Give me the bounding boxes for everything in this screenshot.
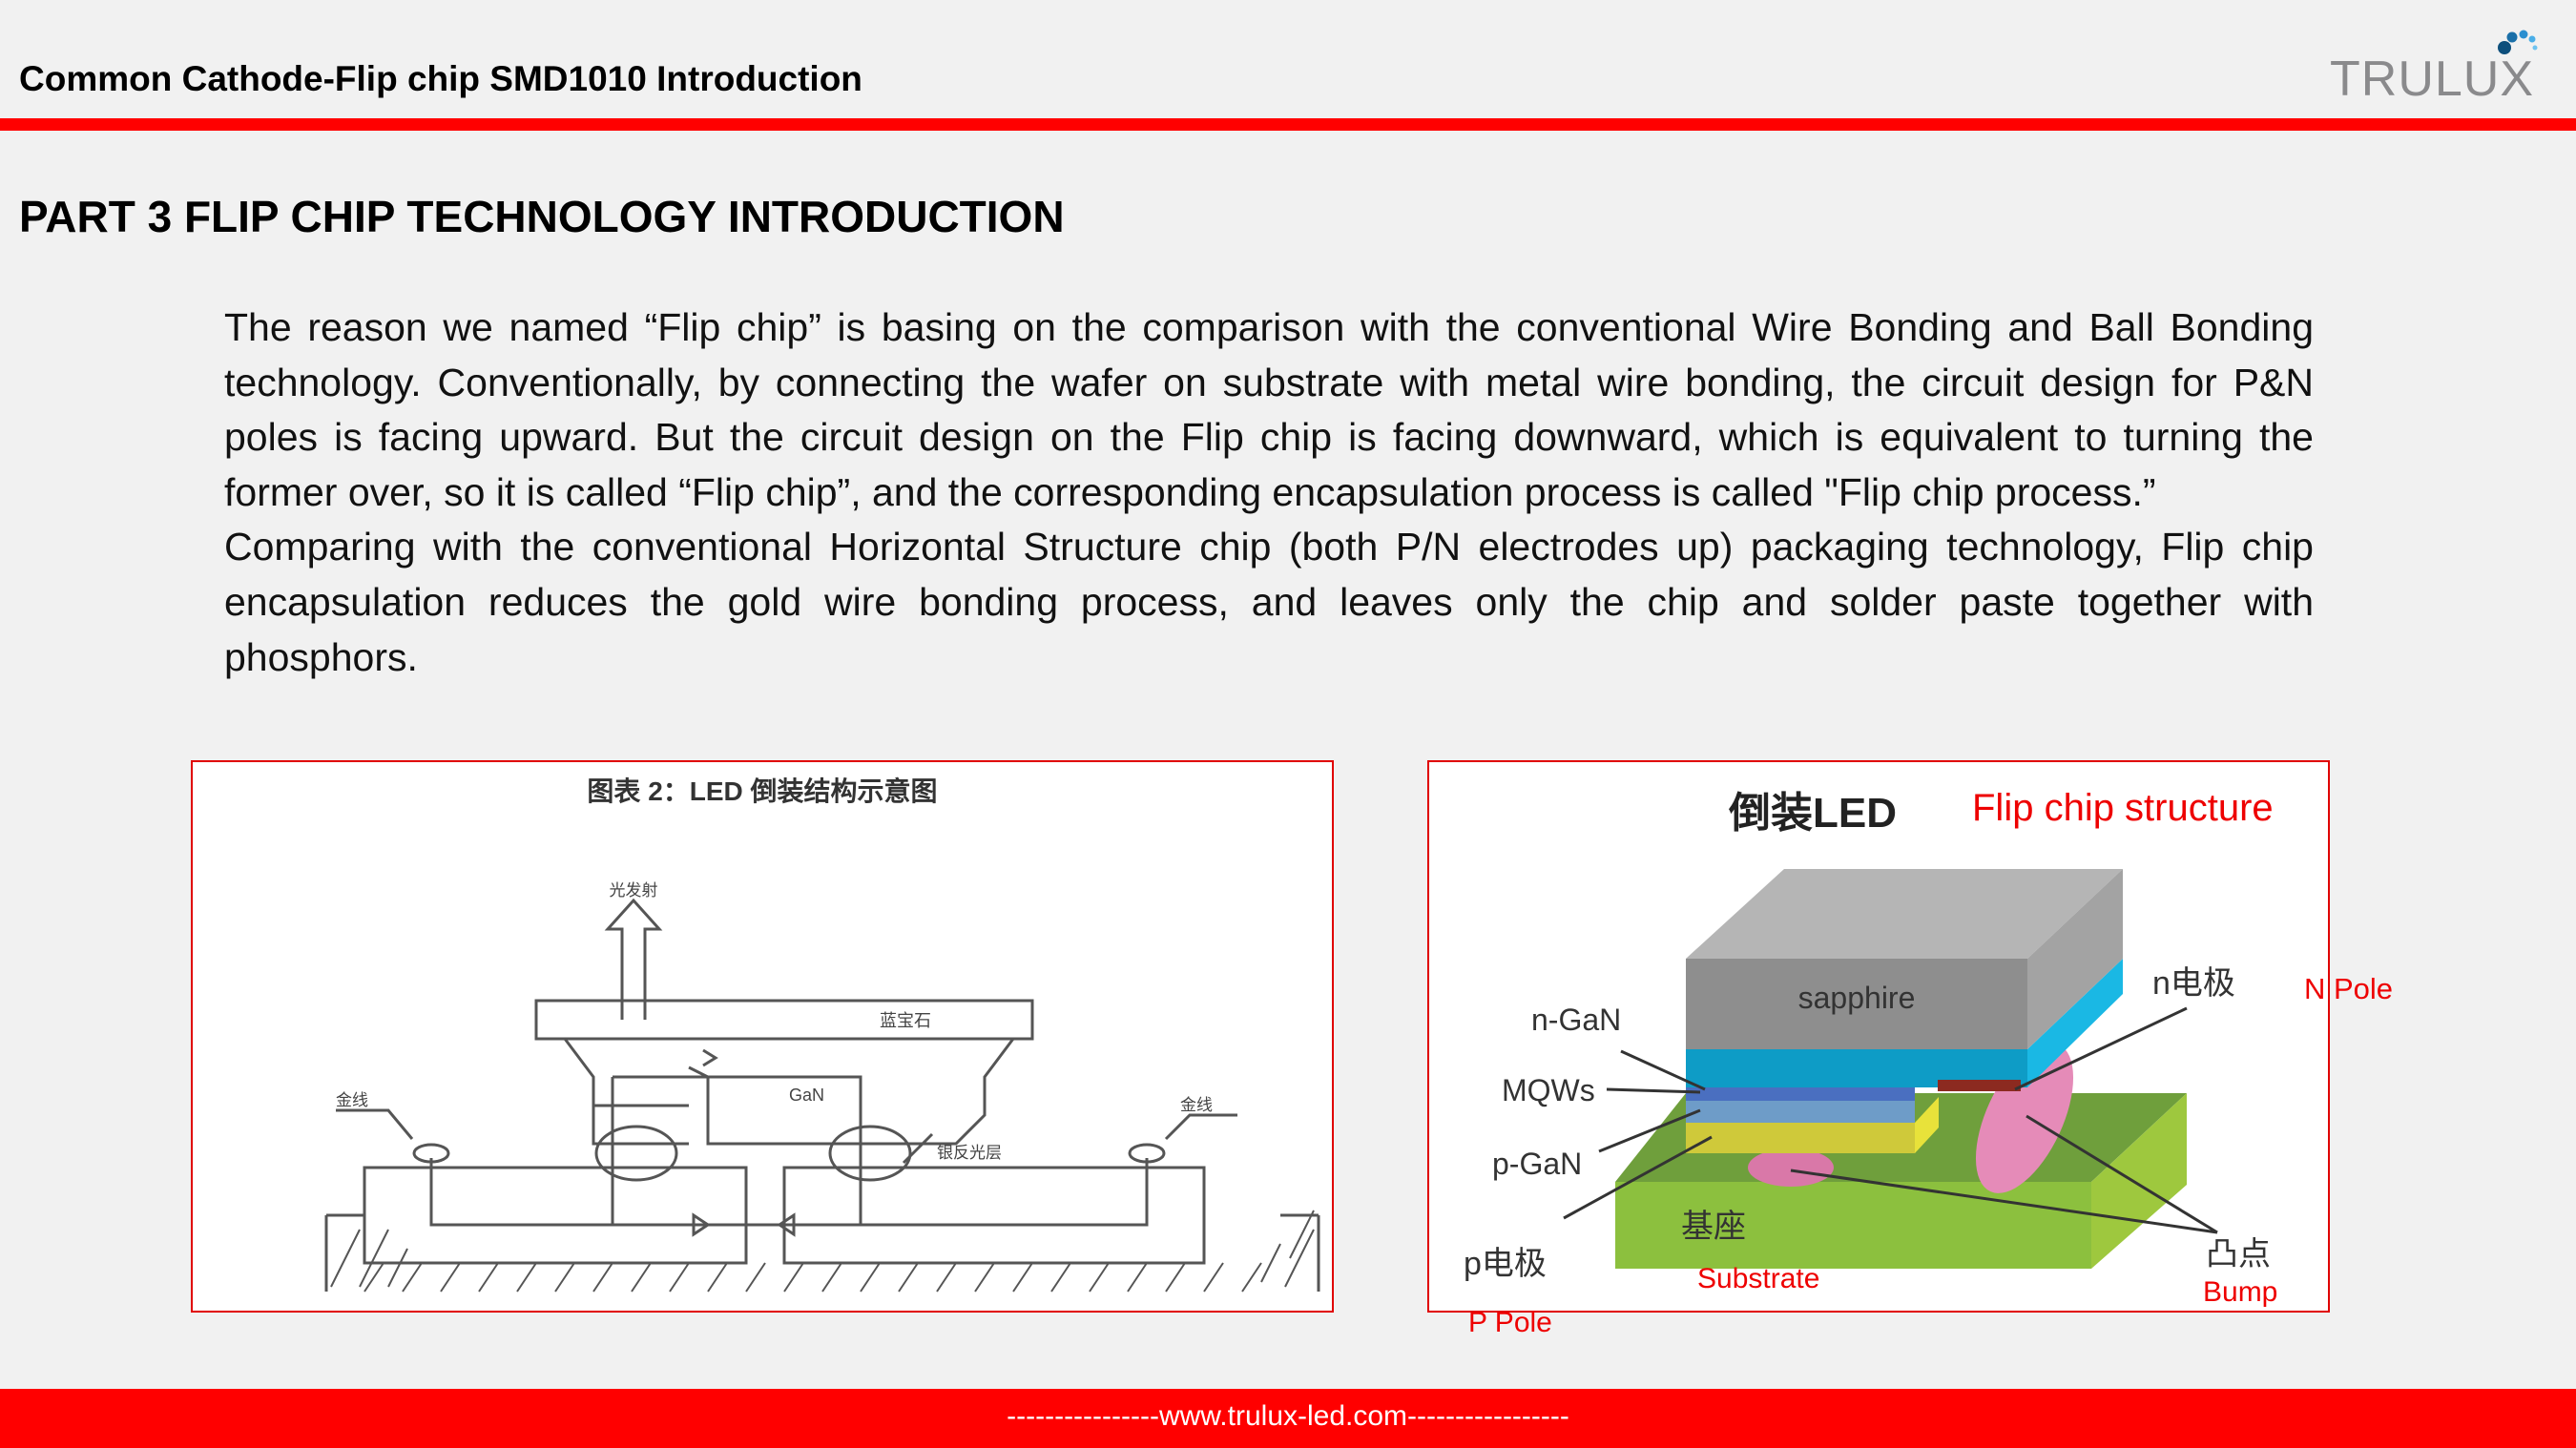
sapphire-label: 蓝宝石 (880, 1011, 931, 1030)
title-cn: 倒装LED (1728, 790, 1897, 837)
substrate-cn-label: 基座 (1681, 1209, 1746, 1245)
paragraph: Comparing with the conventional Horizont… (224, 525, 2314, 679)
figure-caption: 图表 2：LED 倒装结构示意图 (587, 776, 937, 806)
gold-wire-left-label: 金线 (336, 1091, 368, 1109)
n-pole-label: N Pole (2304, 972, 2393, 1005)
footer-bar: ----------------www.trulux-led.com------… (0, 1389, 2576, 1448)
p-gan-label: p-GaN (1492, 1147, 1582, 1181)
n-electrode-cn-label: n电极 (2152, 965, 2235, 1002)
paragraph: The reason we named “Flip chip” is basin… (224, 305, 2314, 514)
flip-chip-3d-structure: 倒装LED Flip chip structure sapphire n-GaN… (1427, 760, 2393, 1338)
p-pole-label: P Pole (1468, 1307, 1552, 1338)
header-divider (0, 118, 2576, 131)
gold-wire-right-label: 金线 (1180, 1096, 1213, 1114)
n-gan-label: n-GaN (1531, 1003, 1621, 1037)
title-en: Flip chip structure (1972, 787, 2274, 829)
mqws-label: MQWs (1502, 1073, 1595, 1107)
bump-en-label: Bump (2203, 1276, 2277, 1308)
body-text: The reason we named “Flip chip” is basin… (224, 300, 2314, 685)
led-flip-structure-schematic: 图表 2：LED 倒装结构示意图 光发射 蓝宝石 GaN 金线 金线 银反光层 (191, 760, 1334, 1313)
p-electrode-cn-label: p电极 (1464, 1246, 1547, 1282)
header-title: Common Cathode-Flip chip SMD1010 Introdu… (19, 59, 862, 98)
sapphire-label: sapphire (1798, 981, 1916, 1015)
bump-cn-label: 凸点 (2206, 1236, 2271, 1272)
gan-label: GaN (789, 1086, 824, 1105)
trulux-logo: TRULUX (2330, 30, 2538, 103)
reflector-label: 银反光层 (937, 1144, 1002, 1162)
light-emission-label: 光发射 (610, 881, 658, 900)
section-title: PART 3 FLIP CHIP TECHNOLOGY INTRODUCTION (19, 192, 1065, 241)
substrate-en-label: Substrate (1697, 1263, 1819, 1294)
footer-website: ----------------www.trulux-led.com------… (1007, 1400, 1569, 1432)
logo-text: TRULUX (2330, 52, 2534, 103)
